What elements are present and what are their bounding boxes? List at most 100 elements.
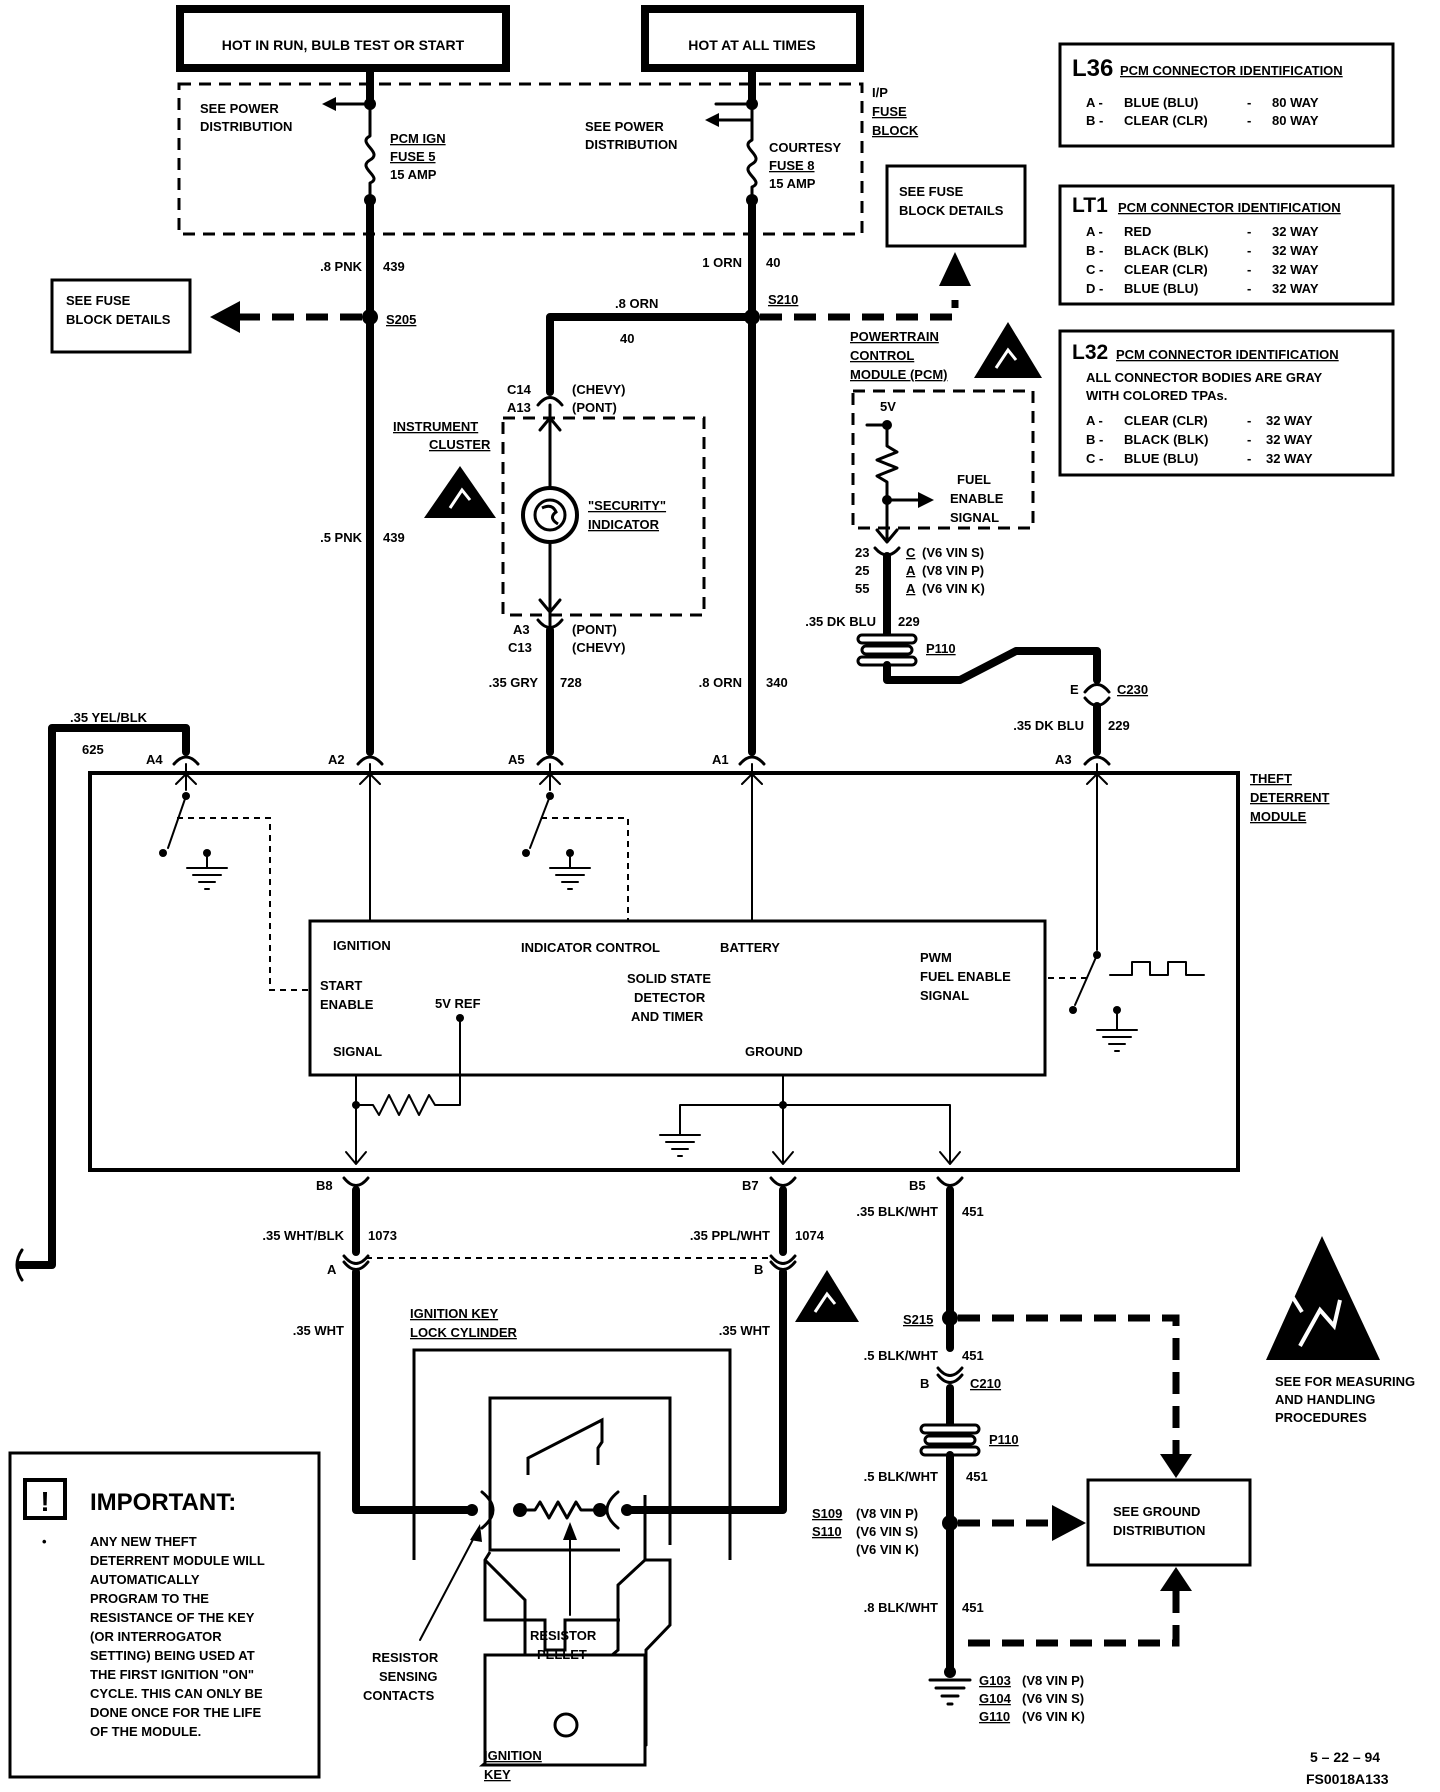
splice-s110: S110 [812,1524,842,1539]
lt1-row-b-ways: 32 WAY [1272,243,1319,258]
see-ground-1: SEE GROUND [1113,1504,1200,1519]
l36-row-b-ways: 80 WAY [1272,113,1319,128]
p110-upper-label: P110 [926,641,956,656]
circuit-451-c: 451 [966,1469,988,1484]
ground-icon-a5 [549,867,591,890]
pcm-pin-note-2: (V8 VIN P) [922,563,984,578]
lt1-row-a-ways: 32 WAY [1272,224,1319,239]
l32-row-a-name: CLEAR (CLR) [1124,413,1208,428]
fuel-enable-1: FUEL [957,472,991,487]
pcm-pin-letter-a2: A [906,581,916,596]
lt1-row-c-name: CLEAR (CLR) [1124,262,1208,277]
courtesy-fuse-1: COURTESY [769,140,842,155]
tdm-pwm-3: SIGNAL [920,988,969,1003]
p110-connector-icon-upper [856,633,918,667]
cluster-chevy-top: (CHEVY) [572,382,625,397]
esd-warning-icon-cluster [424,466,496,518]
pcm-pin-55: 55 [855,581,869,596]
fuse-details-box-left [50,278,192,354]
lock-cylinder-1: IGNITION KEY [410,1306,498,1321]
tdm-title-1: THEFT [1250,771,1292,786]
pin-a3-cluster: A3 [513,622,530,637]
l32-row-b-name: BLACK (BLK) [1124,432,1208,447]
lt1-row-b-letter: B - [1086,243,1103,258]
important-line-7: SETTING) BEING USED AT [90,1648,255,1663]
lock-cylinder-outline [412,1348,732,1560]
pin-b8: B8 [316,1178,333,1193]
see-power-dist-2a: SEE POWER [585,119,664,134]
lt1-row-d-name: BLUE (BLU) [1124,281,1198,296]
ignition-key-1: IGNITION [484,1748,542,1763]
fuse-details-right-1: SEE FUSE [899,184,964,199]
l32-row-c-name: BLUE (BLU) [1124,451,1198,466]
splice-s215: S215 [903,1312,933,1327]
tdm-ignition: IGNITION [333,938,391,953]
ground-g104-note: (V6 VIN S) [1022,1691,1084,1706]
important-line-2: DETERRENT MODULE WILL [90,1553,265,1568]
circuit-625: 625 [82,742,104,757]
circuit-439-a: 439 [383,259,405,274]
lt1-id-box: LT1 PCM CONNECTOR IDENTIFICATION A - RED… [1058,184,1395,306]
l32-row-b-letter: B - [1086,432,1103,447]
cluster-pont-top: (PONT) [572,400,617,415]
wire-8-pnk: .8 PNK [320,259,363,274]
wire-8-blk-wht: .8 BLK/WHT [864,1600,938,1615]
l32-row-c-dash: - [1247,451,1251,466]
l32-title: PCM CONNECTOR IDENTIFICATION [1116,347,1339,362]
wire-5-blk-wht-a: .5 BLK/WHT [864,1348,938,1363]
l32-row-c-ways: 32 WAY [1266,451,1313,466]
circuit-451-d: 451 [962,1600,984,1615]
pcm-ign-fuse-2: FUSE 5 [390,149,436,164]
splice-s109-note: (V8 VIN P) [856,1506,918,1521]
wire-35-yel-blk: .35 YEL/BLK [70,710,148,725]
theft-deterrent-module-outline [88,771,1240,1172]
l32-row-a-letter: A - [1086,413,1103,428]
tdm-start-2: ENABLE [320,997,374,1012]
see-power-dist-1a: SEE POWER [200,101,279,116]
wire-35-wht-2: .35 WHT [719,1323,770,1338]
pcm-title-1: POWERTRAIN [850,329,939,344]
esd-warning-icon-ignition [795,1270,859,1322]
lt1-title: PCM CONNECTOR IDENTIFICATION [1118,200,1341,215]
pcm-title-2: CONTROL [850,348,914,363]
ignition-key-outline [488,1396,672,1552]
tdm-ss-2: DETECTOR [634,990,706,1005]
pin-e: E [1070,682,1079,697]
pcm-5v: 5V [880,399,896,414]
circuit-1073: 1073 [368,1228,397,1243]
l36-title: PCM CONNECTOR IDENTIFICATION [1120,63,1343,78]
lt1-row-b-dash: - [1247,243,1251,258]
security-indicator-2: INDICATOR [588,517,660,532]
pcm-pin-note-1: (V6 VIN S) [922,545,984,560]
important-line-6: (OR INTERROGATOR [90,1629,222,1644]
resistor-sensing-2: SENSING [379,1669,438,1684]
lt1-row-a-name: RED [1124,224,1151,239]
pcm-ign-fuse-1: PCM IGN [390,131,446,146]
splice-vink-note: (V6 VIN K) [856,1542,919,1557]
lt1-row-d-dash: - [1247,281,1251,296]
l32-row-c-letter: C - [1086,451,1103,466]
ip-fuse-block-outline [177,82,864,236]
see-power-dist-1b: DISTRIBUTION [200,119,292,134]
wire-1-orn: 1 ORN [702,255,742,270]
courtesy-fuse-2: FUSE 8 [769,158,815,173]
tdm-title-3: MODULE [1250,809,1307,824]
lt1-row-a-letter: A - [1086,224,1103,239]
wire-35-wht-blk: .35 WHT/BLK [262,1228,344,1243]
ground-icon-internal [659,1134,701,1157]
esd-note-3: PROCEDURES [1275,1410,1367,1425]
pin-a4: A4 [146,752,163,767]
l32-row-b-dash: - [1247,432,1251,447]
important-line-1: ANY NEW THEFT [90,1534,197,1549]
solid-state-detector-box [308,919,1047,1077]
lt1-row-c-ways: 32 WAY [1272,262,1319,277]
fuse-label: FUSE [872,104,907,119]
pcm-pin-25: 25 [855,563,869,578]
footer-date: 5 – 22 – 94 [1310,1749,1380,1765]
l36-row-b-name: CLEAR (CLR) [1124,113,1208,128]
conn-a: A [327,1262,337,1277]
resistor-pellet-2: PELLET [537,1647,587,1662]
important-line-8: THE FIRST IGNITION "ON" [90,1667,254,1682]
security-indicator-1: "SECURITY" [588,498,666,513]
ground-icon-a3 [1096,1029,1138,1052]
